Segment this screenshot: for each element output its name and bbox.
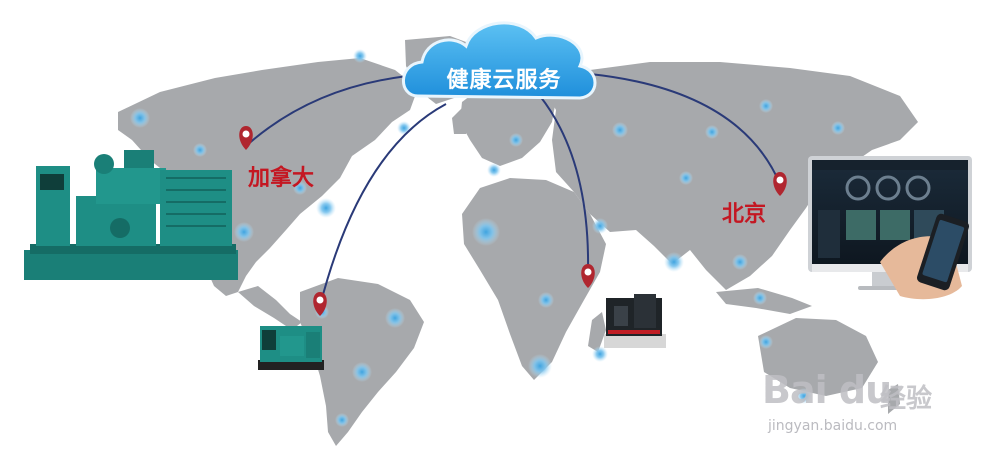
location-dot <box>831 121 845 135</box>
location-dot <box>293 181 307 195</box>
location-dot <box>679 171 693 185</box>
location-dot <box>528 354 552 378</box>
location-dot <box>193 143 207 157</box>
watermark-url: jingyan.baidu.com <box>768 418 898 434</box>
location-dot <box>316 198 336 218</box>
generator-large-icon <box>24 150 238 280</box>
pin-south-america-icon <box>313 292 327 316</box>
location-dots <box>130 49 845 427</box>
continent-north-america <box>118 58 418 296</box>
location-dot <box>759 335 773 349</box>
location-dot <box>759 99 773 113</box>
location-dot <box>664 252 684 272</box>
location-dot <box>130 108 150 128</box>
continent-australia <box>758 318 878 396</box>
location-dot <box>335 413 349 427</box>
arc-beijing <box>589 73 781 185</box>
location-dot <box>732 254 748 270</box>
location-dot <box>397 121 411 135</box>
cloud-icon <box>402 21 597 100</box>
location-dot <box>352 362 372 382</box>
phone-in-hand-icon <box>880 213 969 300</box>
watermark-brand: Bai du <box>762 368 892 412</box>
generator-enclosed-icon <box>604 294 666 348</box>
location-dot <box>796 388 812 404</box>
pin-canada-icon <box>239 126 253 150</box>
location-dot <box>612 122 628 138</box>
arc-africa <box>539 95 590 273</box>
map-pins <box>239 126 787 316</box>
location-label-canada: 加拿大 <box>248 166 315 191</box>
location-dot <box>753 291 767 305</box>
location-dot <box>353 49 367 63</box>
arc-south-america <box>319 103 447 307</box>
location-dot <box>385 308 405 328</box>
pin-africa-icon <box>581 264 595 288</box>
location-dot <box>592 346 608 362</box>
pin-beijing-icon <box>773 172 787 196</box>
location-dot <box>487 163 501 177</box>
island-new-zealand <box>888 384 900 414</box>
continent-asia <box>540 62 918 290</box>
location-dot <box>234 222 254 242</box>
island-madagascar <box>588 312 606 352</box>
generator-small-icon <box>258 326 324 370</box>
location-dot <box>705 125 719 139</box>
location-label-beijing: 北京 <box>722 202 767 227</box>
continent-central-america <box>238 286 302 330</box>
watermark-brand-cn: 经验 <box>880 384 933 414</box>
location-dot <box>592 218 608 234</box>
cloud-service-title: 健康云服务 <box>446 68 562 93</box>
location-dot <box>509 133 523 147</box>
island-uk <box>452 108 470 134</box>
location-dot <box>538 292 554 308</box>
location-dot <box>472 218 500 246</box>
